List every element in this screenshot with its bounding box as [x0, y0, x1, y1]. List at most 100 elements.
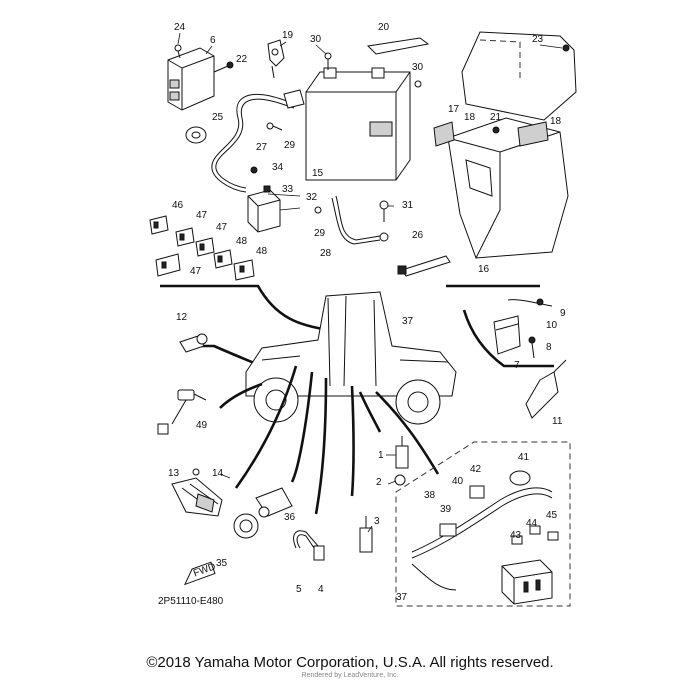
vehicle-silhouette [245, 291, 457, 425]
callout-47c: 47 [190, 266, 202, 277]
callout-41: 41 [518, 452, 530, 463]
fuse-part-47a [175, 227, 195, 247]
plug-cap-part-11 [525, 359, 567, 419]
callout-14: 14 [212, 468, 224, 479]
callout-43: 43 [510, 530, 522, 541]
leader-to-13 [234, 365, 298, 489]
callout-27: 27 [256, 142, 268, 153]
callout-2: 2 [376, 477, 382, 488]
battery-box-part-16 [433, 117, 569, 259]
fwd-arrow-icon: FWD [183, 561, 217, 586]
callout-31: 31 [402, 200, 414, 211]
fuse-part-47b [195, 237, 215, 257]
callout-25: 25 [212, 112, 224, 123]
callout-20: 20 [378, 22, 390, 33]
callout-21: 21 [490, 112, 502, 123]
callout-47a: 47 [196, 210, 208, 221]
starter-relay-part-32 [247, 185, 281, 233]
callout-18a: 18 [464, 112, 476, 123]
callout-7: 7 [514, 360, 520, 371]
fuse-part-47c [155, 253, 181, 277]
callout-1: 1 [378, 450, 384, 461]
fuse-part-46 [149, 215, 169, 235]
callout-40: 40 [452, 476, 464, 487]
bolt-part-34 [250, 166, 258, 174]
leader-to-49 [219, 382, 263, 409]
cable-tie-part-26 [397, 255, 451, 277]
callout-5: 5 [296, 584, 302, 595]
callout-37b: 37 [396, 592, 408, 603]
callout-18b: 18 [550, 116, 562, 127]
leader-to-3 [350, 385, 355, 497]
callout-4: 4 [318, 584, 324, 595]
bolt-part-23 [562, 44, 570, 52]
callout-29b: 29 [314, 228, 326, 239]
bolt-part-29b [314, 206, 322, 214]
bolt-part-22 [213, 61, 234, 73]
callout-45: 45 [546, 510, 558, 521]
callout-44: 44 [526, 518, 538, 529]
leader-to-37 [375, 391, 440, 475]
bolt-part-14 [192, 468, 200, 476]
callout-30a: 30 [310, 34, 322, 45]
sensor-part-49 [157, 389, 207, 435]
callout-23: 23 [532, 34, 544, 45]
battery-band-part-20 [366, 37, 430, 55]
battery-cover-lid [461, 31, 577, 121]
rendered-by-text: Rendered by LeadVenture, Inc. [301, 672, 399, 679]
callout-48b: 48 [256, 246, 268, 257]
terminal-cover-part-25 [185, 126, 207, 144]
fuse-part-48a [213, 249, 233, 269]
sensor-part-3 [359, 516, 373, 553]
callout-8: 8 [546, 342, 552, 353]
bolt-part-9 [536, 298, 544, 306]
callout-24: 24 [174, 22, 186, 33]
callout-19: 19 [282, 30, 294, 41]
callout-35: 35 [216, 558, 228, 569]
callout-17a: 17 [448, 104, 460, 115]
callouts: 24 6 22 19 30 20 30 23 25 29 27 15 17 18… [168, 22, 566, 603]
sensor-part-12 [179, 333, 208, 353]
callout-13: 13 [168, 468, 180, 479]
cdi-unit-part-6 [167, 47, 215, 111]
callout-leaders [177, 32, 563, 533]
bolt-part-29a [266, 122, 283, 131]
callout-48a: 48 [236, 236, 248, 247]
bolt-part-30b [414, 80, 422, 88]
bolt-part-30a [324, 52, 332, 70]
leader-to-35 [290, 371, 314, 483]
bolt-part-8 [528, 336, 536, 359]
callout-49: 49 [196, 420, 208, 431]
ignition-coil-part-7 [493, 299, 553, 355]
ground-lead-part-28 [331, 195, 389, 245]
battery-lead-part-27 [211, 89, 305, 193]
callout-47b: 47 [216, 222, 228, 233]
callout-34: 34 [272, 162, 284, 173]
harness-detail-box [395, 441, 571, 607]
wire-harness-part-37 [411, 470, 559, 605]
leader-to-5 [314, 377, 328, 515]
callout-38: 38 [424, 490, 436, 501]
callout-29a: 29 [284, 140, 296, 151]
fuse-part-48b [233, 259, 255, 281]
bolt-part-24 [174, 44, 182, 59]
callout-46: 46 [172, 200, 184, 211]
callout-28: 28 [320, 248, 332, 259]
sensor-part-5 [293, 530, 325, 561]
sensor-part-1 [395, 436, 409, 469]
gasket-part-2 [394, 474, 406, 486]
callout-10: 10 [546, 320, 558, 331]
callout-30b: 30 [412, 62, 424, 73]
callout-15: 15 [312, 168, 324, 179]
bolt-part-21 [492, 126, 500, 134]
callout-33: 33 [282, 184, 294, 195]
part-code: 2P51110-E480 [158, 596, 224, 607]
switch-part-35 [233, 487, 293, 539]
callout-26: 26 [412, 230, 424, 241]
callout-3: 3 [374, 516, 380, 527]
leader-to-1 [358, 391, 382, 433]
callout-36: 36 [284, 512, 296, 523]
relay-part-13 [171, 477, 223, 517]
battery-part-15 [305, 67, 411, 181]
